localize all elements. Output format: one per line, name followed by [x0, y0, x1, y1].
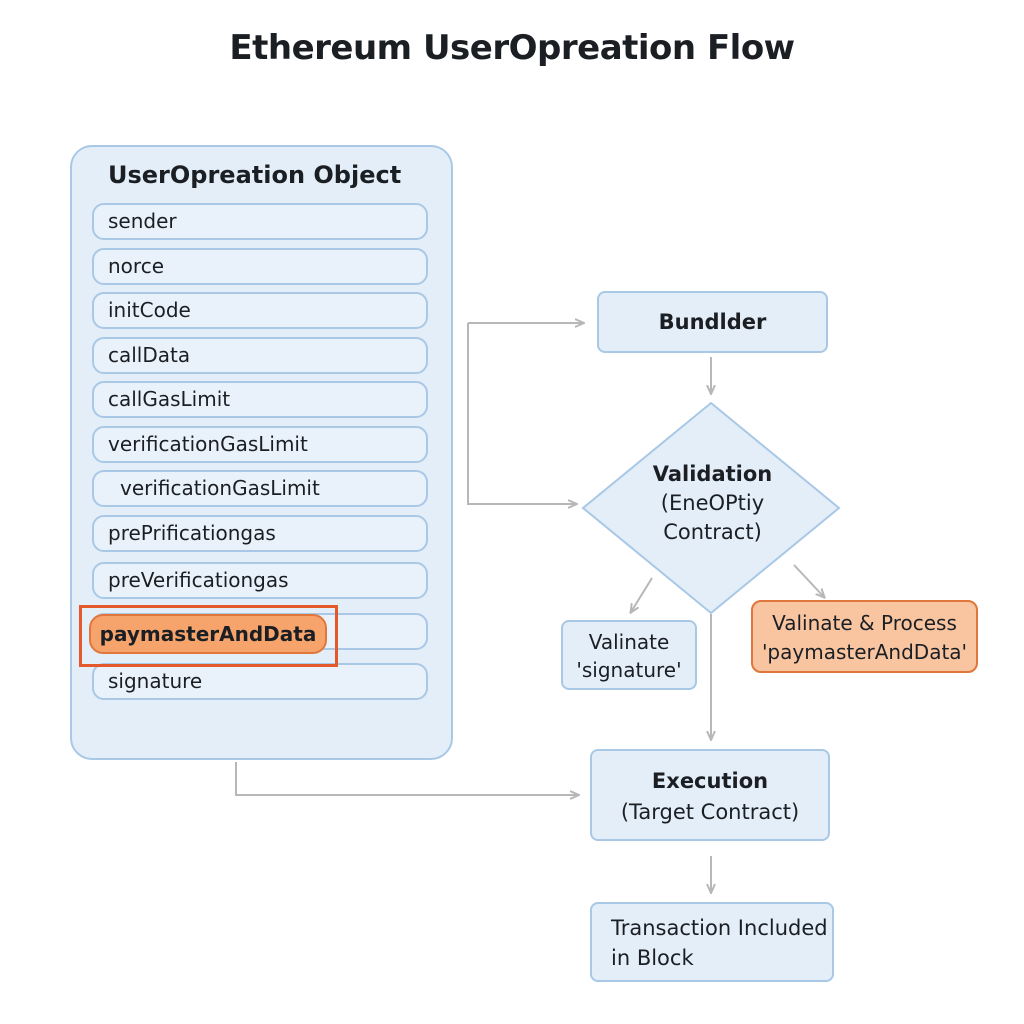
validation-line-2: Contract)	[663, 520, 762, 544]
validation-diamond	[581, 401, 841, 615]
field-verification-gas-limit[interactable]: verificationGasLimit	[92, 426, 428, 463]
signature-validation-box[interactable]: Valinate 'signature'	[561, 620, 697, 690]
paymaster-processing-line-1: Valinate & Process	[772, 611, 957, 635]
transaction-included-box[interactable]: Transaction Included in Block	[590, 902, 834, 982]
bundler-box[interactable]: Bundlder	[597, 291, 828, 353]
arrow-object-to-validation	[467, 323, 576, 504]
signature-validation-line-1: Valinate	[588, 630, 670, 654]
validation-line-1: (EneOPtiy	[660, 491, 765, 515]
validation-label: Validation (EneOPtiy Contract)	[585, 460, 840, 547]
arrow-validation-to-signature	[631, 577, 653, 612]
field-init-code[interactable]: initCode	[92, 292, 428, 329]
field-signature[interactable]: signature	[92, 663, 428, 700]
field-pre-verification-gas-b[interactable]: preVerificationgas	[92, 562, 428, 599]
field-paymaster-and-data[interactable]: paymasterAndData	[89, 614, 327, 654]
paymaster-highlight-frame	[79, 605, 338, 667]
arrow-validation-to-paymaster	[793, 564, 824, 597]
execution-box[interactable]: Execution (Target Contract)	[590, 749, 830, 841]
bundler-label: Bundlder	[658, 310, 767, 334]
field-pre-verification-gas-a[interactable]: prePrificationgas	[92, 515, 428, 552]
field-sender[interactable]: sender	[92, 203, 428, 240]
paymaster-processing-line-2: 'paymasterAndData'	[761, 640, 968, 664]
field-call-data[interactable]: callData	[92, 337, 428, 374]
execution-title: Execution	[651, 769, 769, 793]
signature-validation-line-2: 'signature'	[576, 658, 682, 682]
execution-subtitle: (Target Contract)	[620, 800, 800, 824]
field-nonce[interactable]: norce	[92, 248, 428, 285]
page-title: Ethereum UserOpreation Flow	[229, 28, 795, 68]
validation-title: Validation	[652, 462, 773, 486]
field-verification-gas-limit-duplicate[interactable]: verificationGasLimit	[92, 470, 428, 507]
field-call-gas-limit[interactable]: callGasLimit	[92, 381, 428, 418]
transaction-included-line-1: Transaction Included	[611, 916, 828, 940]
userop-panel-heading: UserOpreation Object	[108, 161, 402, 189]
arrow-object-to-execution	[235, 762, 578, 795]
paymaster-processing-box[interactable]: Valinate & Process 'paymasterAndData'	[751, 600, 978, 673]
userop-object-panel: UserOpreation Object sender norce initCo…	[70, 145, 453, 760]
transaction-included-line-2: in Block	[611, 946, 694, 970]
